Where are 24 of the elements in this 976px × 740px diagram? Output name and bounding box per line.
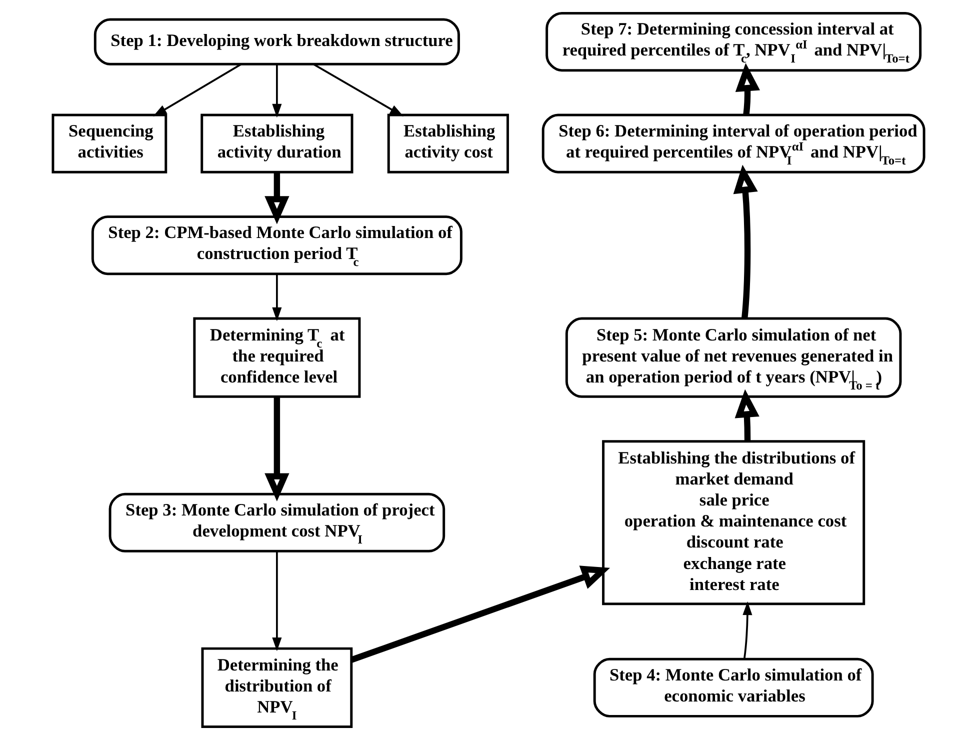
arrow xyxy=(742,601,752,659)
node-box: Step 1: Developing work breakdown structure xyxy=(93,18,460,66)
node-box: Step 4: Monte Carlo simulation of economic variables xyxy=(592,658,874,718)
node-box: Determining T$_{c}$ at the required confidence level xyxy=(192,317,360,398)
node-box: Determining the distribution of NPV$_{I}$ xyxy=(200,647,352,728)
node-box: Step 2: CPM-based Monte Carlo simulation of construction period T$_{c}$ xyxy=(90,216,462,276)
arrow xyxy=(152,64,241,116)
arrow xyxy=(734,389,759,442)
arrow xyxy=(272,274,282,322)
node-box: Step 6: Determining interval of operation period at required percentiles of NPV$_{I}$$^{αI}$ and NPV|$_{To=t}$ xyxy=(541,114,925,174)
node-box: Establishing the distributions of market demand sale price operation & maintenance cost discount rate exchange rate interest rate xyxy=(602,440,865,606)
node-box: Establishing activity cost xyxy=(386,114,508,174)
node-box: Sequencing activities xyxy=(51,114,167,174)
arrow xyxy=(312,64,403,116)
arrow xyxy=(272,551,282,652)
arrow xyxy=(272,64,282,118)
node-box: Establishing activity duration xyxy=(200,114,353,174)
node-box: Step 7: Determining concession interval at required percentiles of T$_{c}$, NPV$_{I}$$^{αI}$ and NPV|$_{To=t}$ xyxy=(545,12,922,72)
arrow xyxy=(264,172,289,224)
node-box: Step 3: Monte Carlo simulation of project development cost NPV$_{I}$ xyxy=(108,492,445,552)
arrow xyxy=(264,396,289,502)
arrow xyxy=(350,566,610,663)
arrow xyxy=(734,62,760,116)
arrow xyxy=(732,164,758,319)
